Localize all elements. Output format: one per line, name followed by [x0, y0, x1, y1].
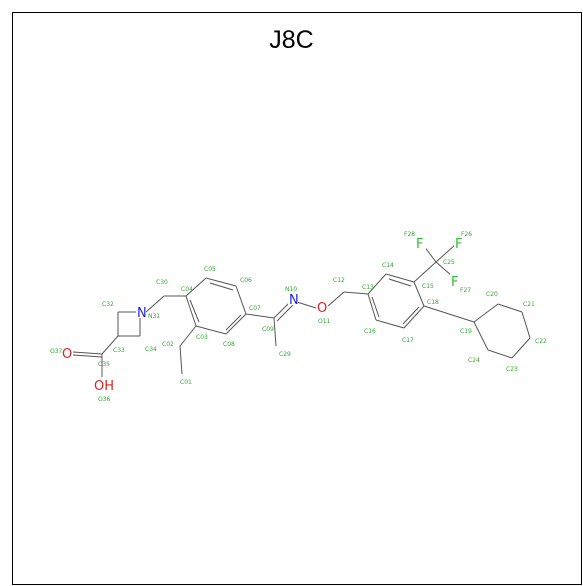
atom-n31: N [137, 306, 147, 321]
label-c23: C23 [506, 366, 518, 373]
atom-f26: F [455, 237, 462, 252]
label-c01: C01 [180, 379, 192, 386]
label-c29: C29 [279, 351, 291, 358]
label-n10: N10 [285, 286, 297, 293]
label-c35: C35 [98, 361, 110, 368]
atom-o37: O [62, 347, 72, 362]
atom-name-labels: C32 N31 C33 C34 C35 O37 O36 C30 C04 C05 … [50, 231, 547, 403]
label-c14: C14 [382, 262, 394, 269]
label-c13: C13 [362, 284, 374, 291]
label-c12: C12 [333, 277, 345, 284]
label-c07: C07 [249, 305, 261, 312]
label-c32: C32 [102, 301, 114, 308]
label-o37: O37 [50, 348, 63, 355]
label-n31: N31 [148, 313, 160, 320]
label-c25: C25 [443, 259, 455, 266]
label-c16: C16 [364, 328, 376, 335]
heteroatom-labels: N N O O OH F F F [62, 236, 464, 394]
label-o11: O11 [318, 318, 331, 325]
label-c34: C34 [145, 346, 157, 353]
label-f26: F26 [461, 231, 472, 238]
label-f28: F28 [404, 231, 415, 238]
atom-f27: F [451, 275, 458, 290]
bonds [72, 244, 531, 377]
label-c30: C30 [156, 279, 168, 286]
label-c33: C33 [113, 347, 125, 354]
label-c03: C03 [196, 334, 208, 341]
label-c20: C20 [486, 291, 498, 298]
label-c15: C15 [422, 283, 434, 290]
atom-o11: O [317, 301, 327, 316]
label-c18: C18 [427, 299, 439, 306]
label-c08: C08 [223, 341, 235, 348]
label-c17: C17 [402, 337, 414, 344]
label-c24: C24 [468, 357, 480, 364]
label-c06: C06 [240, 277, 252, 284]
label-c02: C02 [162, 341, 174, 348]
atom-o36: OH [94, 379, 114, 394]
label-c21: C21 [523, 301, 535, 308]
label-o36: O36 [98, 396, 111, 403]
label-f27: F27 [460, 287, 471, 294]
label-c22: C22 [535, 338, 547, 345]
atom-n10: N [289, 293, 299, 308]
label-c05: C05 [204, 266, 216, 273]
label-c19: C19 [460, 328, 472, 335]
label-c09: C09 [262, 326, 274, 333]
atom-f28: F [416, 237, 423, 252]
molecule-title: J8C [269, 26, 314, 54]
label-c04: C04 [181, 286, 193, 293]
